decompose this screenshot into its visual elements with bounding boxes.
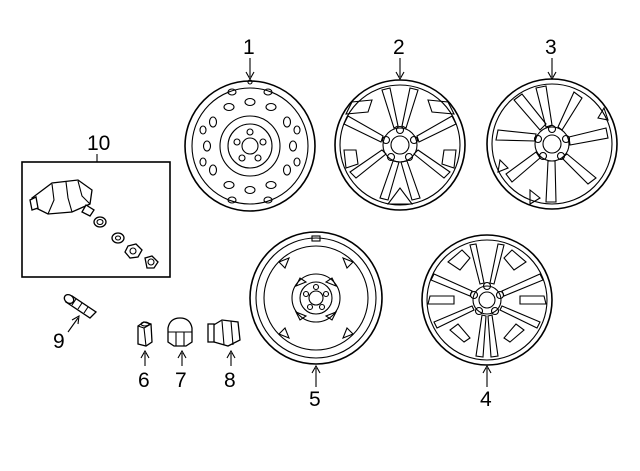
valve-stem <box>63 293 98 319</box>
alloy-wheel-a <box>334 79 466 211</box>
callout-4: 4 <box>480 388 492 411</box>
tpms-sensor-kit <box>21 161 171 278</box>
callout-5: 5 <box>309 388 321 411</box>
callout-9: 9 <box>53 330 65 353</box>
spare-wheel <box>249 231 383 365</box>
callout-3: 3 <box>545 36 557 59</box>
callout-6: 6 <box>138 369 150 392</box>
lug-nut-washer <box>207 319 241 347</box>
callout-7: 7 <box>175 369 187 392</box>
lug-nut-open <box>137 321 153 347</box>
callout-1: 1 <box>243 36 255 59</box>
alloy-wheel-b <box>486 78 618 210</box>
callout-8: 8 <box>224 369 236 392</box>
lug-nut-capped <box>167 317 193 347</box>
alloy-wheel-c <box>421 234 553 366</box>
callout-10: 10 <box>87 132 110 155</box>
callout-2: 2 <box>393 36 405 59</box>
steel-wheel <box>184 79 316 212</box>
